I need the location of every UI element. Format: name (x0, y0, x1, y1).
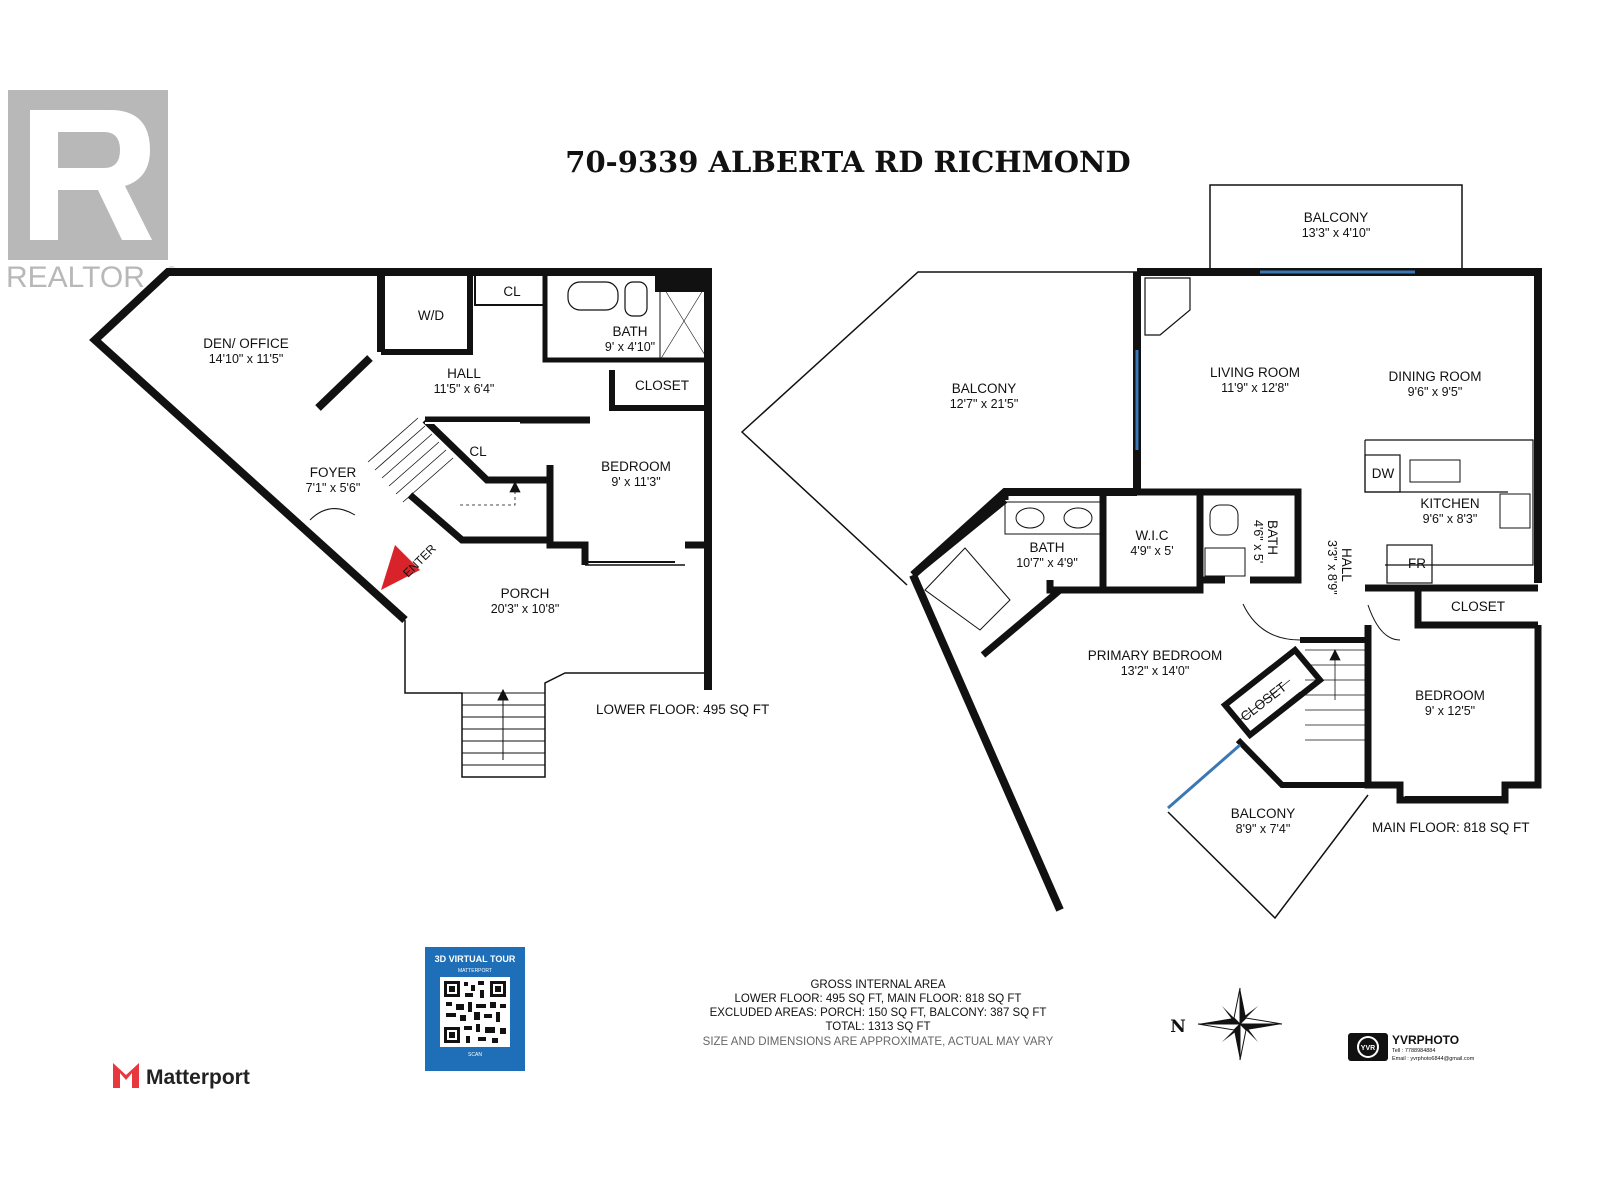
matterport-wordmark: Matterport (146, 1066, 250, 1089)
matterport-logo: Matterport (113, 1063, 250, 1089)
yvr-badge-text: YVR (1361, 1045, 1375, 1052)
yvrphoto-wordmark: YVRPHOTO (1392, 1033, 1459, 1047)
lower-closet-name: CLOSET (635, 378, 689, 393)
lower-den-name: DEN/ OFFICE (203, 336, 289, 351)
main-balcony-small-name: BALCONY (1231, 806, 1296, 821)
lower-den-dim: 14'10" x 11'5" (209, 352, 284, 366)
lower-bedroom-dim: 9' x 11'3" (611, 475, 660, 489)
enter-arrow-icon (381, 545, 420, 590)
lower-bedroom-name: BEDROOM (601, 459, 671, 474)
lower-foyer-name: FOYER (310, 465, 357, 480)
qr-subtitle: MATTERPORT (458, 968, 492, 974)
main-living-name: LIVING ROOM (1210, 365, 1300, 380)
lower-porch-name: PORCH (501, 586, 550, 601)
lower-bath-dim: 9' x 4'10" (605, 340, 655, 354)
main-kitchen-dim: 9'6" x 8'3" (1423, 512, 1478, 526)
qr-code-icon (444, 981, 506, 1043)
main-bedroom-dim: 9' x 12'5" (1425, 704, 1475, 718)
main-balcony-big-dim: 12'7" x 21'5" (950, 397, 1019, 411)
lower-hall-name: HALL (447, 366, 481, 381)
main-dining-name: DINING ROOM (1389, 369, 1482, 384)
main-floor-area-label: MAIN FLOOR: 818 SQ FT (1372, 820, 1530, 835)
main-dining-dim: 9'6" x 9'5" (1408, 385, 1463, 399)
yvrphoto-tel: Tell : 7788984884 (1392, 1048, 1435, 1054)
main-floor-plan: BALCONY 13'3" x 4'10" BALCONY 12'7" x 21… (740, 184, 1542, 920)
main-wic-dim: 4'9" x 5' (1130, 544, 1173, 558)
main-kitchen-name: KITCHEN (1420, 496, 1479, 511)
realtor-logo: REALTOR ® (6, 90, 176, 294)
main-wic-name: W.I.C (1136, 528, 1169, 543)
realtor-wordmark: REALTOR (6, 261, 145, 294)
lower-hall-dim: 11'5" x 6'4" (434, 382, 495, 396)
qr-code-badge[interactable]: 3D VIRTUAL TOUR MATTERPORT SCAN (425, 947, 525, 1071)
lower-porch-dim: 20'3" x 10'8" (491, 602, 560, 616)
main-dw-name: DW (1372, 466, 1395, 481)
area-line-4: TOTAL: 1313 SQ FT (825, 1021, 930, 1033)
main-hall-dim: 3'3" x 8'9" (1325, 540, 1339, 595)
lower-bath-name: BATH (612, 324, 647, 339)
compass-north-label: N (1170, 1017, 1186, 1037)
area-line-1: GROSS INTERNAL AREA (810, 979, 945, 991)
main-living-dim: 11'9" x 12'8" (1221, 381, 1289, 395)
main-bath2-dim: 4'6" x 5' (1251, 520, 1265, 563)
main-closet-name: CLOSET (1451, 599, 1505, 614)
lower-floor-plan: ENTER DEN/ OFFICE 14'10" x 11'5" W/D CL … (89, 268, 769, 778)
area-line-2: LOWER FLOOR: 495 SQ FT, MAIN FLOOR: 818 … (735, 993, 1022, 1005)
compass-rose-icon: N (1170, 987, 1283, 1061)
porch-stairs (461, 688, 546, 778)
yvrphoto-logo: YVR YVRPHOTO Tell : 7788984884 Email : y… (1348, 1033, 1475, 1062)
main-primary-name: PRIMARY BEDROOM (1088, 648, 1223, 663)
main-bath1-name: BATH (1029, 540, 1064, 555)
main-bath2-name: BATH (1265, 520, 1280, 555)
lower-cl-name: CL (503, 284, 521, 299)
main-fr-name: FR (1408, 556, 1426, 571)
lower-foyer-dim: 7'1" x 5'6" (306, 481, 361, 495)
lower-floor-area-label: LOWER FLOOR: 495 SQ FT (596, 702, 769, 717)
lower-cl2-name: CL (469, 444, 487, 459)
lower-stairs (367, 417, 521, 506)
page-title: 70-9339 ALBERTA RD RICHMOND (565, 145, 1130, 179)
lower-wd-name: W/D (418, 308, 444, 323)
main-primary-dim: 13'2" x 14'0" (1121, 664, 1190, 678)
area-disclaimer: SIZE AND DIMENSIONS ARE APPROXIMATE, ACT… (703, 1036, 1054, 1048)
area-line-3: EXCLUDED AREAS: PORCH: 150 SQ FT, BALCON… (710, 1007, 1047, 1019)
main-balcony-small-dim: 8'9" x 7'4" (1236, 822, 1291, 836)
main-balcony-big-name: BALCONY (952, 381, 1017, 396)
main-hall-name: HALL (1339, 548, 1354, 582)
yvrphoto-email: Email : yvrphoto6844@gmail.com (1392, 1056, 1475, 1062)
main-bath1-dim: 10'7" x 4'9" (1016, 556, 1078, 570)
area-summary: GROSS INTERNAL AREA LOWER FLOOR: 495 SQ … (703, 979, 1054, 1048)
main-balcony-top-name: BALCONY (1304, 210, 1369, 225)
qr-title: 3D VIRTUAL TOUR (435, 954, 516, 964)
main-balcony-top-dim: 13'3" x 4'10" (1302, 226, 1371, 240)
qr-scan-label: SCAN (468, 1052, 482, 1058)
main-bedroom-name: BEDROOM (1415, 688, 1485, 703)
